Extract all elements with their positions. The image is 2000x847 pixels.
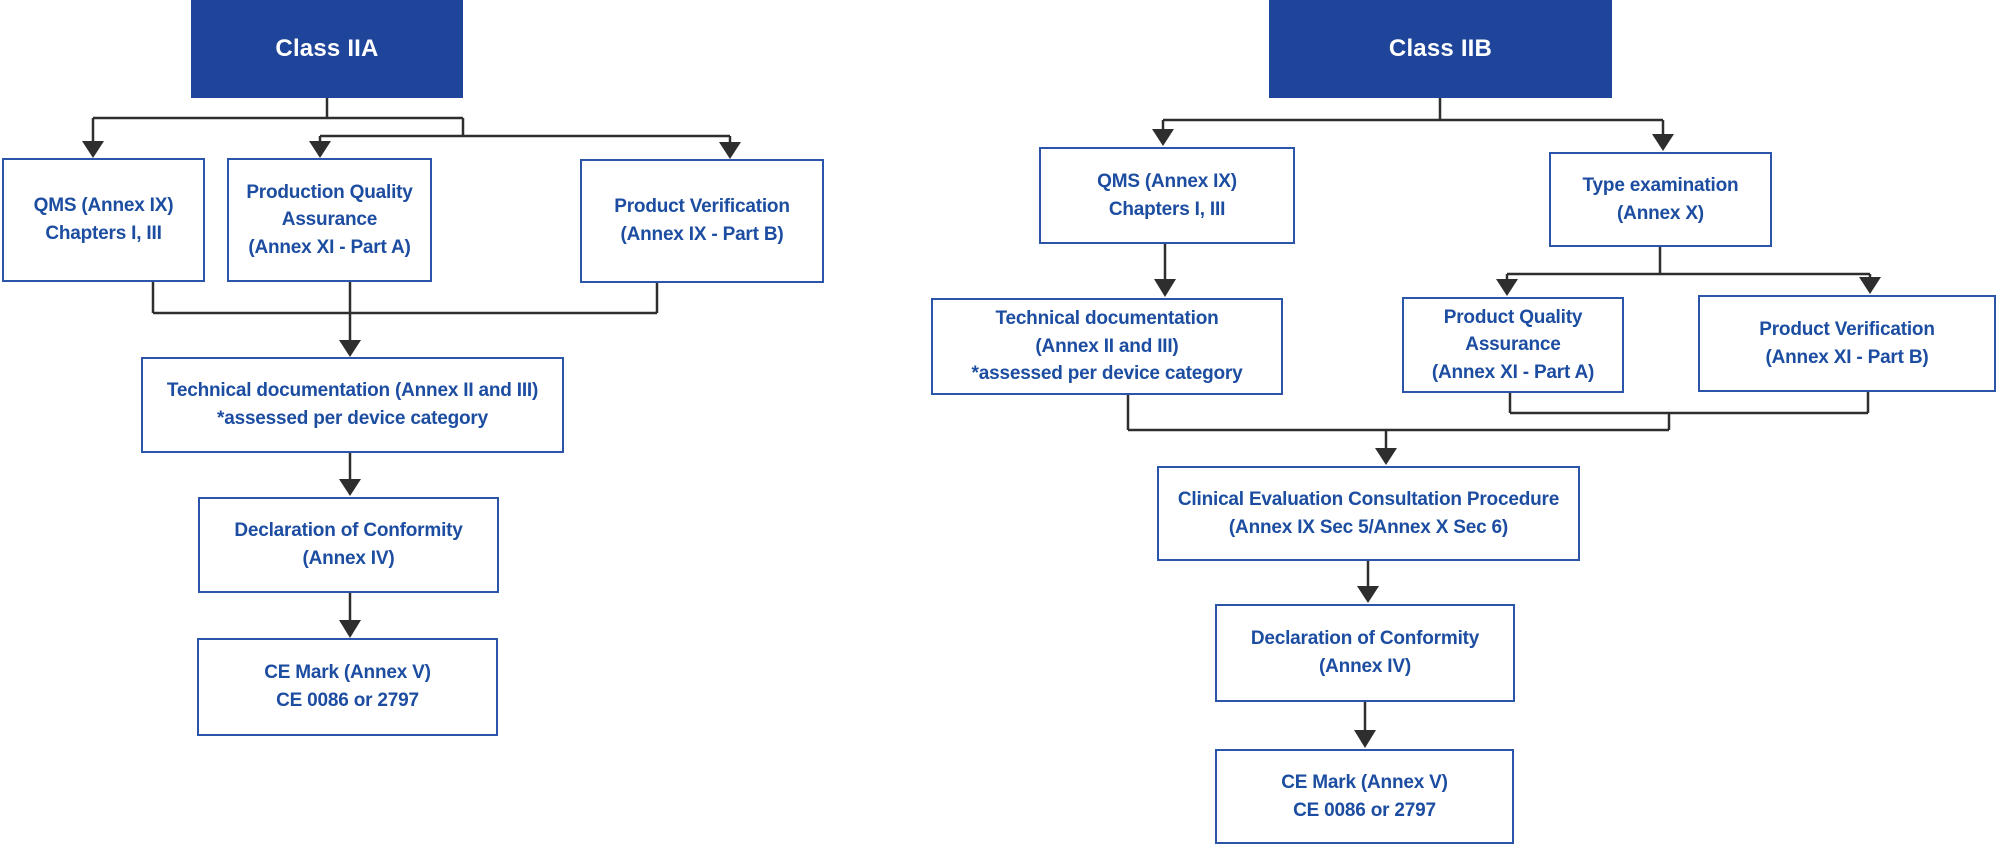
iia-technical-documentation-box: Technical documentation (Annex II and II…	[141, 357, 564, 453]
class-iia-connectors	[82, 98, 741, 638]
arrowhead	[1652, 134, 1674, 151]
arrowhead	[1496, 279, 1518, 296]
class-iia-header: Class IIA	[191, 0, 463, 98]
iia-ce-mark-box: CE Mark (Annex V) CE 0086 or 2797	[197, 638, 498, 736]
iia-declaration-of-conformity-box: Declaration of Conformity (Annex IV)	[198, 497, 499, 593]
arrowhead	[1375, 448, 1397, 465]
arrowhead	[1354, 730, 1376, 748]
arrowhead	[339, 479, 361, 496]
arrowhead	[309, 141, 331, 158]
iib-product-quality-assurance-box: Product Quality Assurance (Annex XI - Pa…	[1402, 297, 1624, 393]
arrowhead	[339, 340, 361, 357]
arrowhead	[719, 142, 741, 159]
iib-type-examination-box: Type examination (Annex X)	[1549, 152, 1772, 247]
iib-technical-documentation-box: Technical documentation (Annex II and II…	[931, 298, 1283, 395]
iia-production-quality-assurance-box: Production Quality Assurance (Annex XI -…	[227, 158, 432, 282]
iia-qms-box: QMS (Annex IX) Chapters I, III	[2, 158, 205, 282]
arrowhead	[339, 620, 361, 638]
iib-ce-mark-box: CE Mark (Annex V) CE 0086 or 2797	[1215, 749, 1514, 844]
iib-product-verification-box: Product Verification (Annex XI - Part B)	[1698, 295, 1996, 392]
iia-product-verification-box: Product Verification (Annex IX - Part B)	[580, 159, 824, 283]
iib-clinical-evaluation-consultation-box: Clinical Evaluation Consultation Procedu…	[1157, 466, 1580, 561]
class-iib-header: Class IIB	[1269, 0, 1612, 98]
arrowhead	[1859, 277, 1881, 294]
iib-declaration-of-conformity-box: Declaration of Conformity (Annex IV)	[1215, 604, 1515, 702]
arrowhead	[82, 141, 104, 158]
iib-qms-box: QMS (Annex IX) Chapters I, III	[1039, 147, 1295, 244]
arrowhead	[1152, 129, 1174, 146]
class-iib-connectors	[1126, 98, 1881, 748]
arrowhead	[1154, 279, 1176, 297]
arrowhead	[1357, 586, 1379, 603]
